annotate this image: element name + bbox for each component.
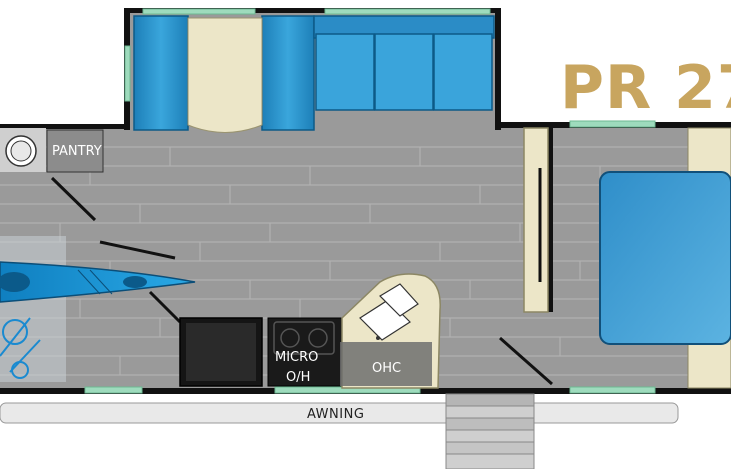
- garage-divider-2: [148, 290, 182, 324]
- entry-door: [499, 336, 553, 386]
- fridge-shine: [186, 323, 256, 381]
- model-title: PR 271: [560, 53, 731, 123]
- bike-icon: [0, 317, 41, 379]
- toilet-icon: [5, 135, 37, 167]
- bed: [599, 171, 731, 345]
- ohc-label: OHC: [372, 361, 401, 376]
- awning-label: AWNING: [307, 407, 364, 422]
- stove-counter: [267, 317, 343, 387]
- stove-icon: [273, 321, 335, 355]
- sink-icon: [359, 283, 419, 341]
- bath-door: [50, 176, 97, 222]
- garage-divider: [99, 240, 176, 260]
- dinette: [133, 15, 315, 133]
- sofa: [313, 15, 495, 111]
- entry-steps: [445, 393, 535, 469]
- garage-area: [0, 236, 66, 382]
- micro-label: MICRO: [275, 350, 318, 365]
- micro-oh-label: O/H: [286, 370, 310, 385]
- wardrobe: [523, 127, 549, 313]
- pantry: [46, 129, 104, 173]
- ohc-overlay: [340, 342, 432, 386]
- kayak-icon: [0, 261, 196, 303]
- pantry-label: PANTRY: [52, 144, 102, 159]
